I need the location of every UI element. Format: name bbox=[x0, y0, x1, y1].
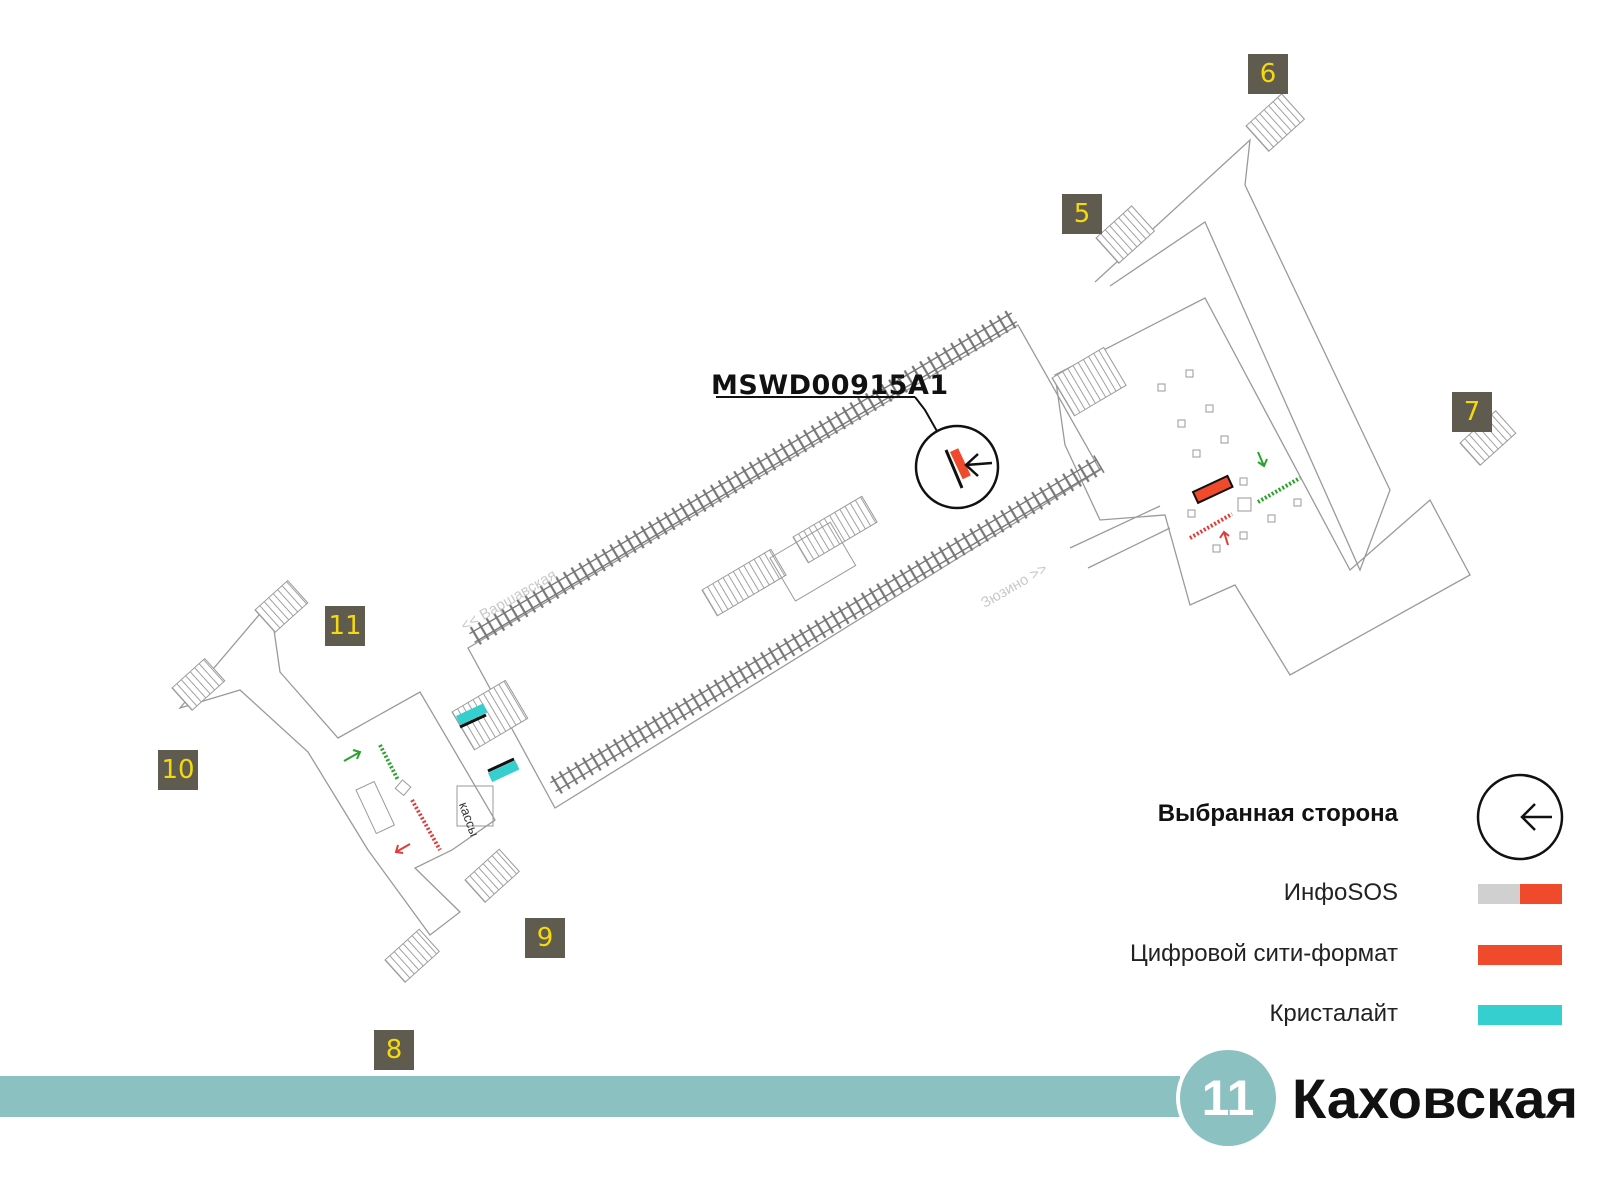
line-number-badge: 11 bbox=[1180, 1050, 1276, 1146]
arrow-left-icon bbox=[1520, 803, 1552, 831]
legend-selected-side: Выбранная сторона bbox=[1157, 800, 1398, 827]
left-vestibule bbox=[178, 600, 496, 936]
right-vestibule bbox=[1054, 297, 1471, 676]
cristalight-placements bbox=[456, 703, 520, 783]
flow-arrows bbox=[343, 451, 1268, 854]
track-lower bbox=[547, 455, 1105, 796]
corridor-exits-5-6 bbox=[1094, 138, 1391, 572]
legend-cristalight: Кристалайт bbox=[1269, 1000, 1398, 1027]
track-upper bbox=[466, 308, 1020, 647]
metro-line-bar bbox=[0, 1076, 1180, 1117]
platform-stairs-center bbox=[701, 495, 878, 617]
legend-digital-city: Цифровой сити-формат bbox=[1129, 940, 1398, 967]
exit-badge-8: 8 bbox=[374, 1030, 414, 1070]
station-name: Каховская bbox=[1292, 1067, 1578, 1130]
legend-cristalight-swatch bbox=[1478, 1005, 1562, 1025]
exit-badge-9: 9 bbox=[525, 918, 565, 958]
arrow-left-icon bbox=[964, 453, 993, 477]
legend-digital-city-swatch bbox=[1478, 945, 1562, 965]
exit-badge-11: 11 bbox=[325, 606, 365, 646]
legend-graphics bbox=[1476, 773, 1564, 861]
right-hall-details bbox=[1157, 369, 1302, 553]
exit-badge-10: 10 bbox=[158, 750, 198, 790]
legend-infosos-swatch bbox=[1478, 884, 1562, 904]
left-hall-details bbox=[355, 744, 494, 851]
asset-code-label: MSWD00915A1 bbox=[711, 370, 949, 401]
digital-city-placement bbox=[1191, 474, 1234, 505]
legend-infosos: ИнфоSOS bbox=[1283, 879, 1398, 906]
exit-badge-7: 7 bbox=[1452, 392, 1492, 432]
exit-badge-6: 6 bbox=[1248, 54, 1288, 94]
stairs-left bbox=[171, 579, 529, 984]
exit-badge-5: 5 bbox=[1062, 194, 1102, 234]
stairs-right bbox=[1051, 93, 1517, 467]
selected-placement-marker bbox=[716, 396, 1000, 510]
